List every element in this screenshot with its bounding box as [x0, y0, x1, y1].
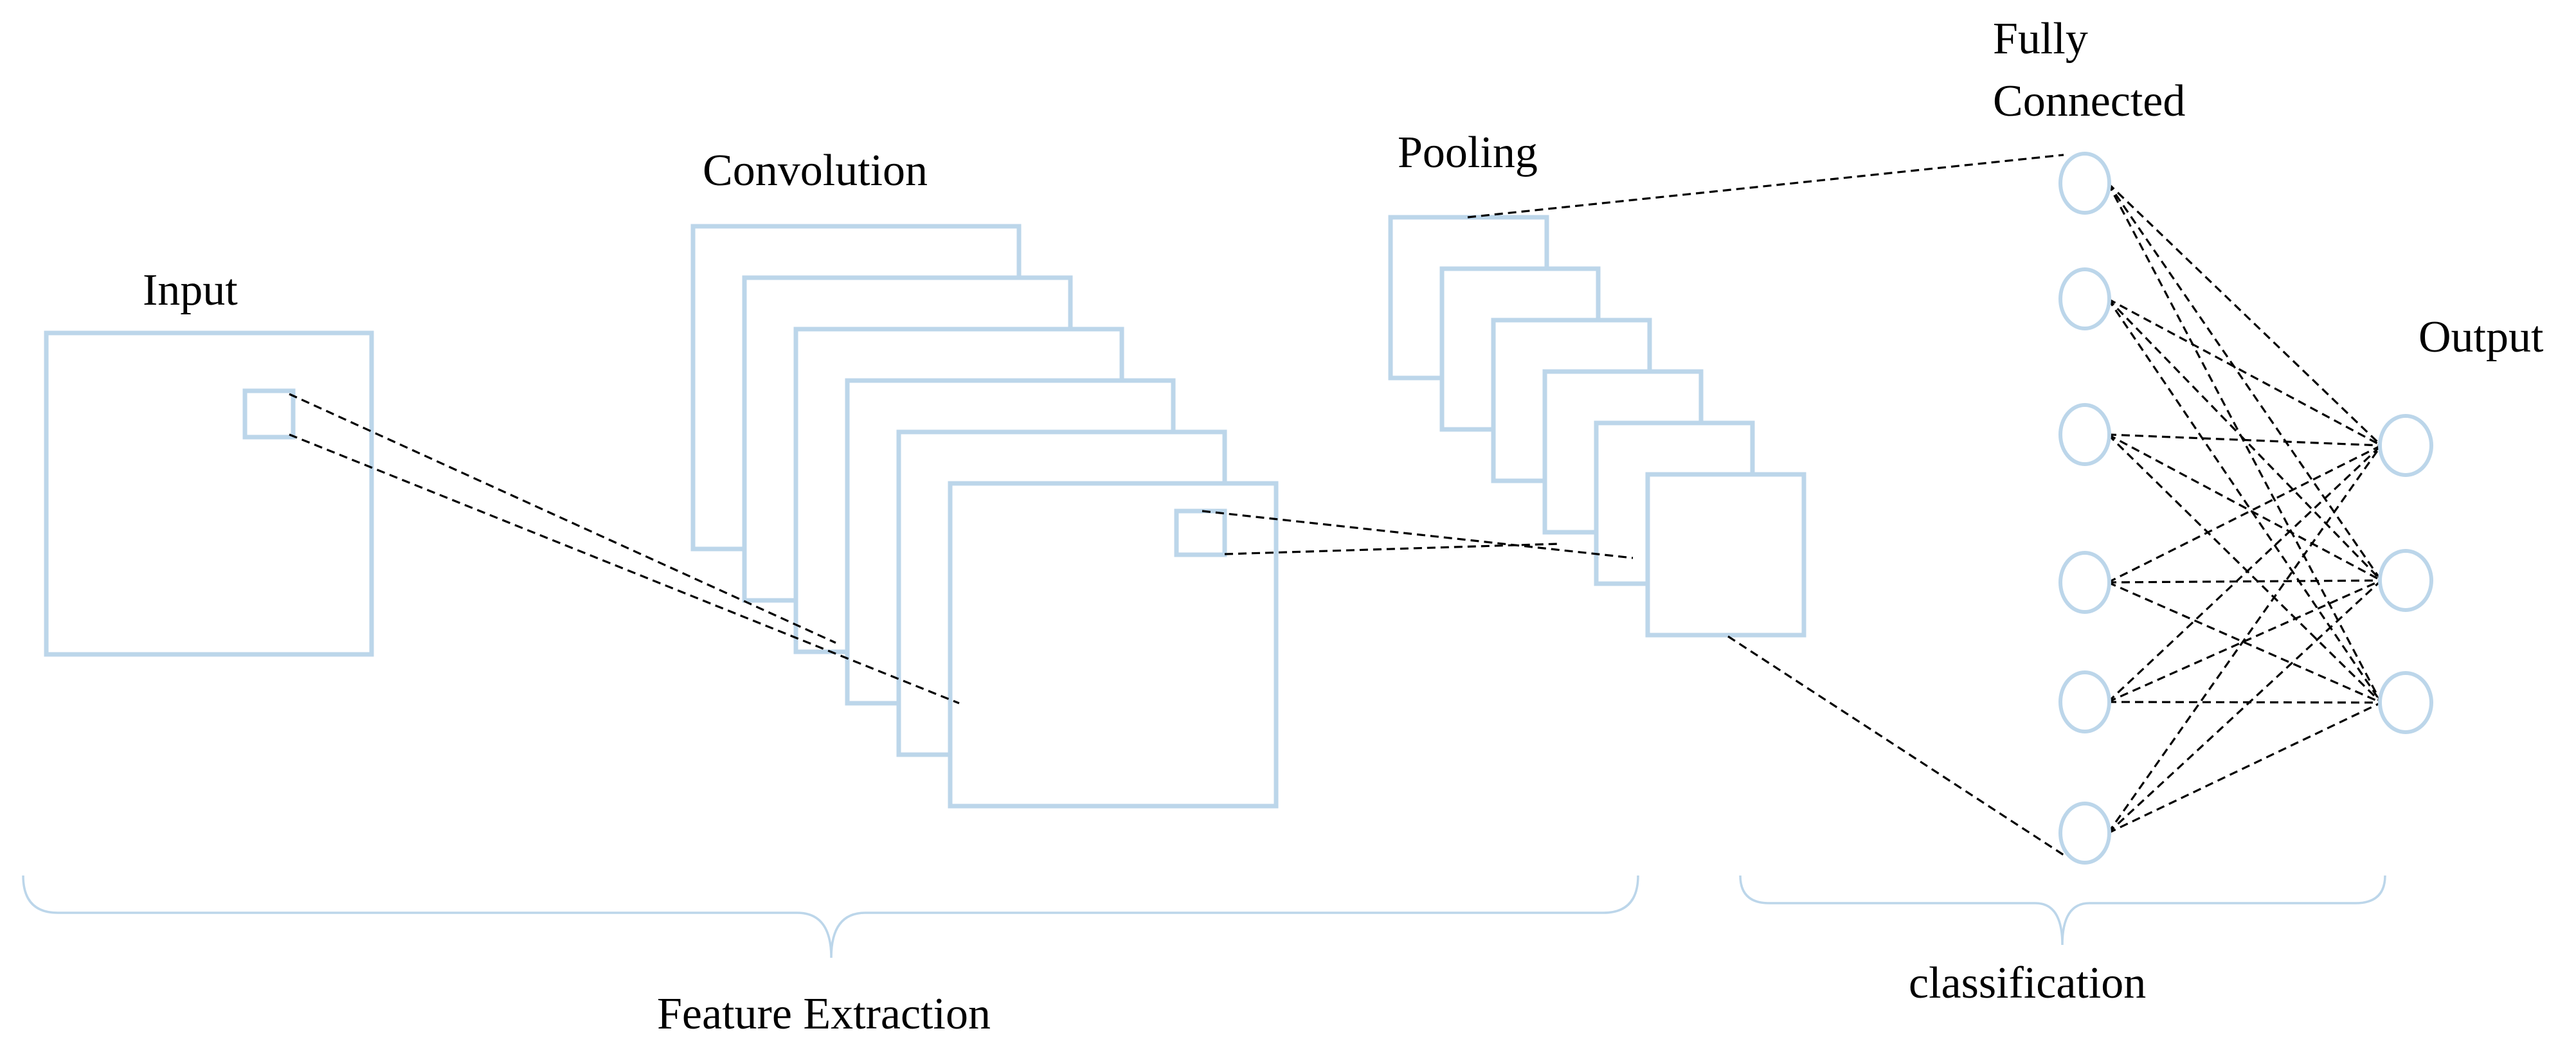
dashed-connector-6: [1727, 635, 2064, 856]
fully-connected-node-4: [2058, 551, 2111, 614]
fc-output-connection-1-1: [2107, 182, 2382, 447]
feature-extraction-brace: [22, 875, 1639, 958]
fc-output-connection-6-3: [2107, 701, 2382, 834]
fully-connected-node-5: [2058, 670, 2111, 733]
fully-connected-layer: [2058, 152, 2111, 865]
output-node-3: [2378, 671, 2433, 734]
feature-extraction-label: Feature Extraction: [657, 989, 991, 1039]
output-layer: [2378, 414, 2433, 734]
dashed-connector-1: [289, 393, 836, 644]
fc-output-connection-6-2: [2107, 579, 2382, 834]
dashed-connector-2: [289, 433, 960, 705]
fc-output-connection-2-3: [2107, 298, 2382, 703]
fully-connected-node-2: [2058, 267, 2111, 330]
fc-output-connection-4-3: [2107, 581, 2382, 704]
convolution-receptive-field: [1174, 508, 1227, 557]
convolution-feature-map-6: [948, 481, 1279, 809]
classification-brace: [1739, 875, 2386, 946]
convolution-stack: [690, 224, 1279, 809]
fully-connected-node-1: [2058, 152, 2111, 215]
fully-connected-node-3: [2058, 403, 2111, 466]
fc-output-connection-6-1: [2107, 445, 2382, 834]
dashed-connector-5: [1467, 154, 2064, 219]
fully-connected-label-line1: Fully: [1993, 14, 2088, 64]
fc-output-connection-5-1: [2107, 444, 2382, 703]
input-image: [44, 330, 374, 657]
input-receptive-field: [242, 388, 296, 440]
fc-output-connection-1-3: [2107, 183, 2382, 703]
input-layer: Input: [44, 265, 374, 657]
pooling-label: Pooling: [1398, 128, 1538, 177]
fc-output-connection-3-2: [2107, 433, 2382, 582]
fully-connected-node-6: [2058, 802, 2111, 865]
fc-output-connection-5-2: [2107, 579, 2382, 703]
connection-lines: [289, 154, 2382, 856]
convolution-label: Convolution: [703, 146, 928, 195]
output-label: Output: [2418, 312, 2544, 362]
fc-output-connection-5-3: [2107, 701, 2382, 704]
fc-output-connection-3-1: [2107, 433, 2382, 447]
fc-output-connection-4-2: [2107, 579, 2382, 584]
fc-output-connection-2-1: [2107, 298, 2382, 447]
fully-connected-label-line2: Connected: [1993, 76, 2185, 126]
fc-output-connection-4-1: [2107, 444, 2382, 584]
classification-label: classification: [1909, 958, 2146, 1008]
output-node-2: [2378, 549, 2433, 612]
dashed-connector-4: [1224, 543, 1560, 555]
output-node-1: [2378, 414, 2433, 477]
fc-output-connection-3-3: [2107, 433, 2382, 704]
pooling-feature-map-6: [1645, 472, 1806, 638]
input-label: Input: [143, 265, 238, 315]
fc-output-connection-1-2: [2107, 183, 2382, 581]
dashed-connector-3: [1202, 510, 1634, 559]
pooling-stack: [1388, 215, 1806, 638]
